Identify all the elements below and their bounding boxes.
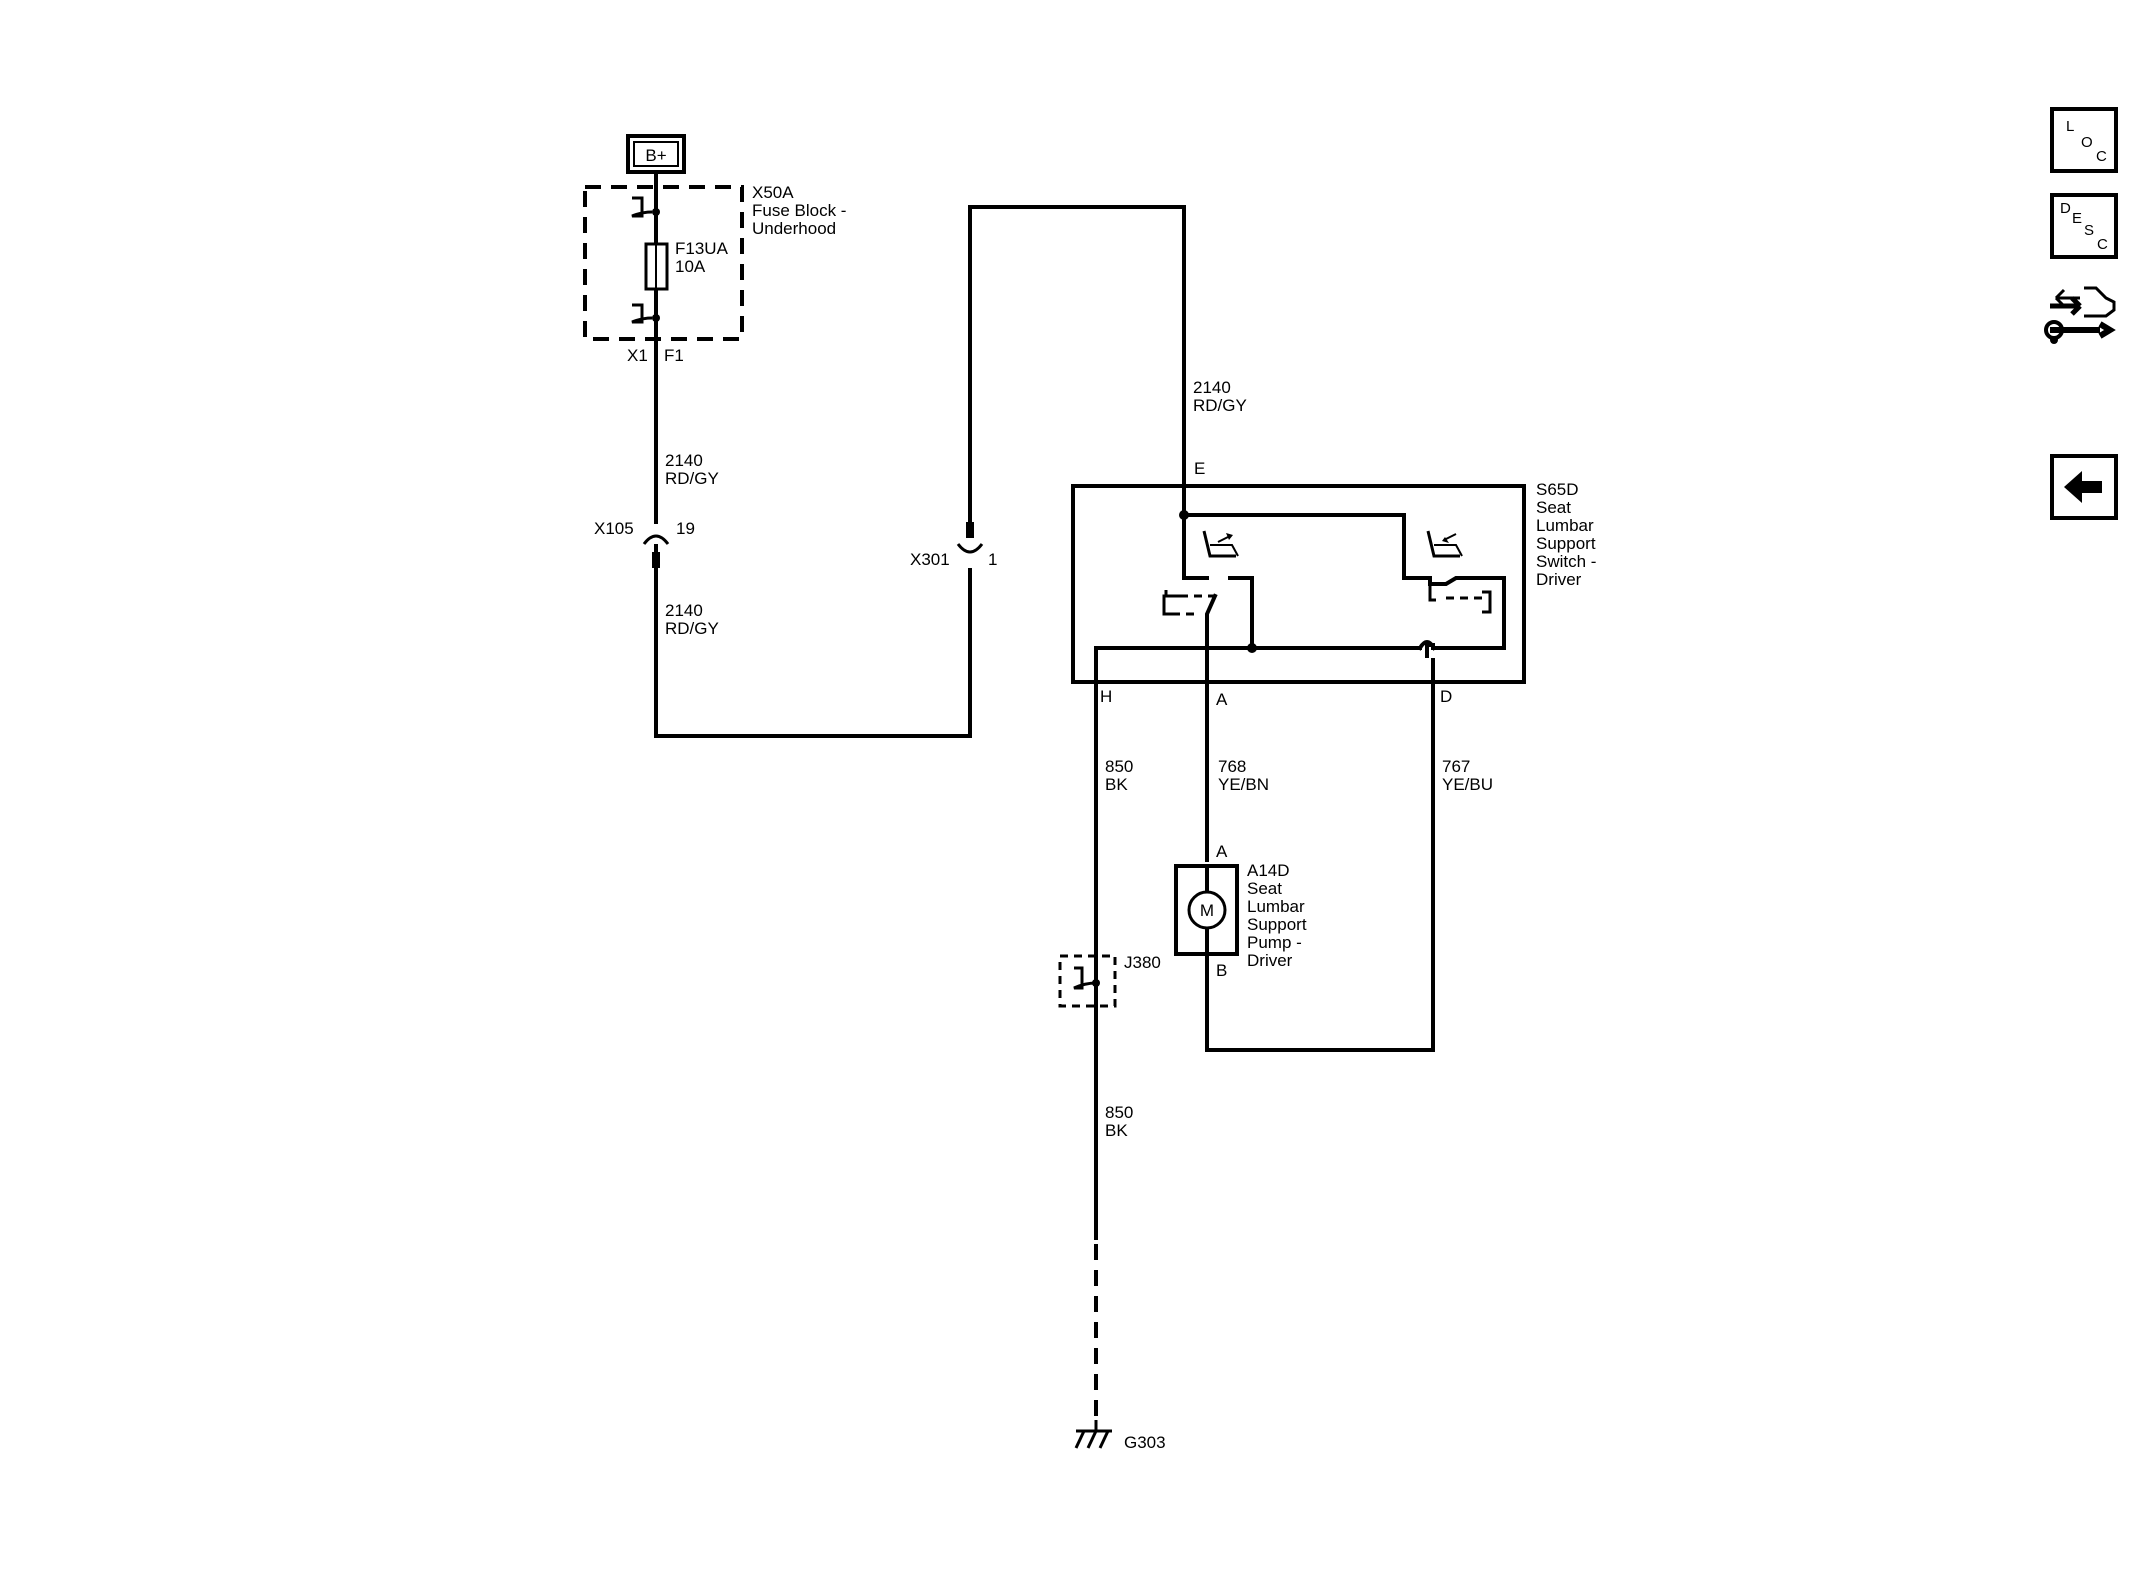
- wire-2140-top: [968, 205, 1186, 526]
- back-arrow-icon: [2064, 471, 2102, 503]
- ground-symbol: [1074, 1420, 1112, 1449]
- connector-x105: [642, 524, 670, 568]
- connector-x301: [956, 522, 984, 564]
- wire-2140-b-num: 2140: [665, 601, 703, 620]
- desc-letter-d: D: [2060, 200, 2071, 217]
- connector-x105-id: X105: [594, 519, 634, 538]
- location-button[interactable]: L O C: [2050, 107, 2118, 173]
- wire-850-a-num: 850: [1105, 757, 1133, 776]
- switch-pin-e: E: [1194, 459, 1205, 478]
- fuse-rating: 10A: [675, 257, 706, 276]
- connector-x301-pin: 1: [988, 550, 997, 569]
- description-button[interactable]: D E S C: [2050, 193, 2118, 259]
- motor-symbol: [1187, 890, 1227, 930]
- pump-line-3: Support: [1247, 915, 1307, 934]
- desc-letter-s: S: [2084, 222, 2095, 239]
- seat-lumbar-increase-icon: [1202, 530, 1239, 558]
- pump-id: A14D: [1247, 861, 1290, 880]
- pump-pin-a: A: [1216, 842, 1228, 861]
- wire-767-num: 767: [1442, 757, 1470, 776]
- switch-line-4: Switch -: [1536, 552, 1596, 571]
- switch-box: [1071, 484, 1526, 684]
- switch-id: S65D: [1536, 480, 1579, 499]
- fuse-id: F13UA: [675, 239, 729, 258]
- wire-850-b-num: 850: [1105, 1103, 1133, 1122]
- loc-letter-c: C: [2096, 148, 2107, 165]
- seat-lumbar-decrease-icon: [1426, 530, 1463, 558]
- wire-768-num: 768: [1218, 757, 1246, 776]
- switch-pin-a: A: [1216, 690, 1228, 709]
- battery-label: B+: [645, 146, 666, 165]
- fuse-block-name-2: Underhood: [752, 219, 836, 238]
- connector-x105-pin: 19: [676, 519, 695, 538]
- wire-850-a-color: BK: [1105, 775, 1128, 794]
- fuse-block-name-1: Fuse Block -: [752, 201, 846, 220]
- pump-line-4: Pump -: [1247, 933, 1302, 952]
- loc-letter-o: O: [2081, 134, 2093, 151]
- fuse-pin-left: X1: [627, 346, 648, 365]
- loc-letter-l: L: [2066, 118, 2075, 135]
- wire-767: [1205, 658, 1435, 1052]
- splice-j380-box: [1058, 954, 1117, 1008]
- desc-letter-e: E: [2072, 210, 2083, 227]
- wire-850-b-color: BK: [1105, 1121, 1128, 1140]
- pump-line-5: Driver: [1247, 951, 1293, 970]
- connector-tools-icon[interactable]: [2040, 276, 2120, 356]
- wire-2140-a-num: 2140: [665, 451, 703, 470]
- pump-line-1: Seat: [1247, 879, 1282, 898]
- wire-2140-c-color: RD/GY: [1193, 396, 1247, 415]
- fuse-block-box: [583, 185, 744, 341]
- wire-2140-b-color: RD/GY: [665, 619, 719, 638]
- fuse-pin-right: F1: [664, 346, 684, 365]
- wire-768-color: YE/BN: [1218, 775, 1269, 794]
- fuse-terminal-bottom: [631, 303, 653, 324]
- motor-label: M: [1200, 901, 1214, 920]
- wire-2140-a-color: RD/GY: [665, 469, 719, 488]
- fuse-block-id: X50A: [752, 183, 794, 202]
- desc-letter-c: C: [2097, 236, 2108, 253]
- wire-2140-c-num: 2140: [1193, 378, 1231, 397]
- switch-line-3: Support: [1536, 534, 1596, 553]
- wire-2140-bottom: [654, 568, 972, 738]
- switch-pin-h: H: [1100, 687, 1112, 706]
- switch-line-1: Seat: [1536, 498, 1571, 517]
- fuse-terminal-top: [631, 196, 653, 218]
- wire-767-color: YE/BU: [1442, 775, 1493, 794]
- pump-pin-b: B: [1216, 961, 1227, 980]
- battery-symbol: B+: [626, 134, 686, 174]
- switch-line-5: Driver: [1536, 570, 1582, 589]
- connector-x301-id: X301: [910, 550, 950, 569]
- switch-pin-d: D: [1440, 687, 1452, 706]
- back-button[interactable]: [2050, 454, 2118, 520]
- pump-line-2: Lumbar: [1247, 897, 1305, 916]
- ground-id: G303: [1124, 1433, 1166, 1452]
- splice-id: J380: [1124, 953, 1161, 972]
- switch-line-2: Lumbar: [1536, 516, 1594, 535]
